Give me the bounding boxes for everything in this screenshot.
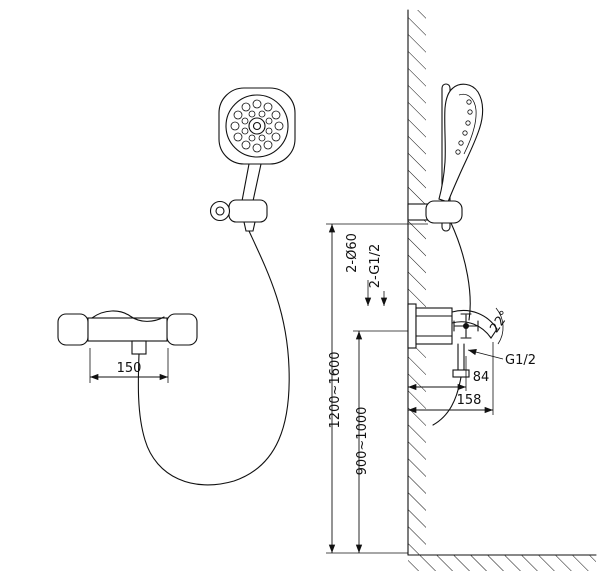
- wall-bracket: [407, 200, 463, 224]
- dim-900-1000: 900~1000: [353, 330, 408, 553]
- hose-side-upper: [450, 222, 471, 321]
- cross-handle: [453, 313, 479, 339]
- dim-158: 158: [408, 342, 494, 415]
- handshower-front-view: [218, 87, 296, 202]
- side-spray-dots: [455, 99, 473, 155]
- bar-height-label: 1200~1600: [328, 351, 343, 428]
- mixer-front-view: [57, 310, 198, 355]
- dim-158-label: 158: [457, 393, 482, 408]
- callout-outlet-thread: G1/2: [467, 349, 536, 368]
- handshower-side-view: [438, 83, 484, 203]
- outlet-thread-label: G1/2: [505, 353, 536, 368]
- inlet-threads-label: 2-G1/2: [368, 244, 383, 288]
- dim-84: 84: [408, 356, 489, 391]
- dim-150-label: 150: [117, 361, 142, 376]
- mixer-height-label: 900~1000: [355, 407, 370, 476]
- mixer-side-view: [407, 303, 498, 426]
- dim-1200-1600: 1200~1600: [326, 223, 428, 554]
- hose-front: [137, 230, 290, 486]
- callout-inlet-threads: 2-G1/2: [368, 244, 388, 306]
- spout-angle-label: 22°: [487, 308, 513, 335]
- spray-nozzles: [230, 99, 284, 153]
- shower-holder-front: [209, 199, 268, 232]
- dim-84-label: 84: [473, 370, 490, 385]
- dim-150: 150: [89, 348, 169, 383]
- floor: [407, 554, 597, 571]
- mount-holes-label: 2-Ø60: [345, 233, 360, 273]
- wall: [407, 9, 426, 556]
- outlet: [432, 343, 470, 426]
- callout-mount-holes: 2-Ø60: [345, 233, 372, 306]
